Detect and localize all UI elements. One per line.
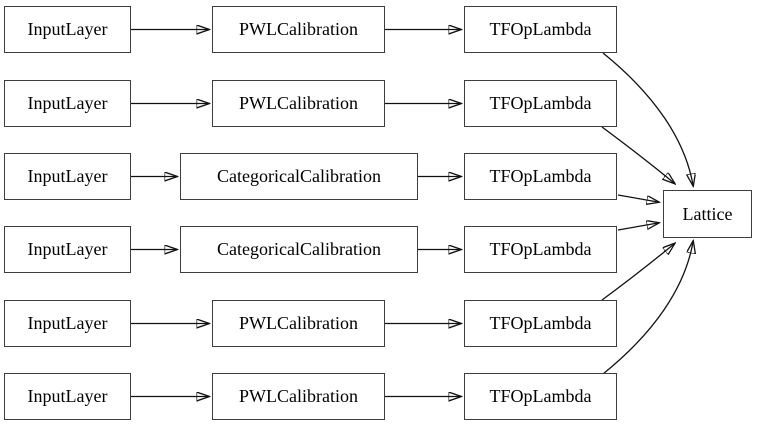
- node-categorical-calibration-3: CategoricalCalibration: [180, 226, 418, 273]
- node-input-layer-5: InputLayer: [4, 373, 131, 420]
- node-tf-op-lambda-2: TFOpLambda: [464, 153, 617, 200]
- node-input-layer-0: InputLayer: [4, 6, 131, 53]
- node-lattice-output: Lattice: [663, 190, 752, 238]
- node-tf-op-lambda-0: TFOpLambda: [464, 6, 617, 53]
- node-pwl-calibration-5: PWLCalibration: [212, 373, 385, 420]
- edge-lambda-to-lattice-row-1: [601, 126, 674, 183]
- node-input-layer-1: InputLayer: [4, 80, 131, 127]
- node-tf-op-lambda-5: TFOpLambda: [464, 373, 617, 420]
- node-tf-op-lambda-1: TFOpLambda: [464, 80, 617, 127]
- node-pwl-calibration-1: PWLCalibration: [212, 80, 385, 127]
- edge-lambda-to-lattice-row-4: [601, 244, 674, 301]
- node-input-layer-4: InputLayer: [4, 300, 131, 347]
- node-pwl-calibration-4: PWLCalibration: [212, 300, 385, 347]
- node-input-layer-2: InputLayer: [4, 153, 131, 200]
- edge-lambda-to-lattice-row-2: [617, 194, 658, 202]
- node-input-layer-3: InputLayer: [4, 226, 131, 273]
- edge-lambda-to-lattice-row-3: [617, 223, 658, 231]
- node-pwl-calibration-0: PWLCalibration: [212, 6, 385, 53]
- node-tf-op-lambda-4: TFOpLambda: [464, 300, 617, 347]
- edge-lambda-to-lattice-row-5: [602, 242, 693, 375]
- node-tf-op-lambda-3: TFOpLambda: [464, 226, 617, 273]
- edge-lambda-to-lattice-row-0: [602, 52, 693, 185]
- node-categorical-calibration-2: CategoricalCalibration: [180, 153, 418, 200]
